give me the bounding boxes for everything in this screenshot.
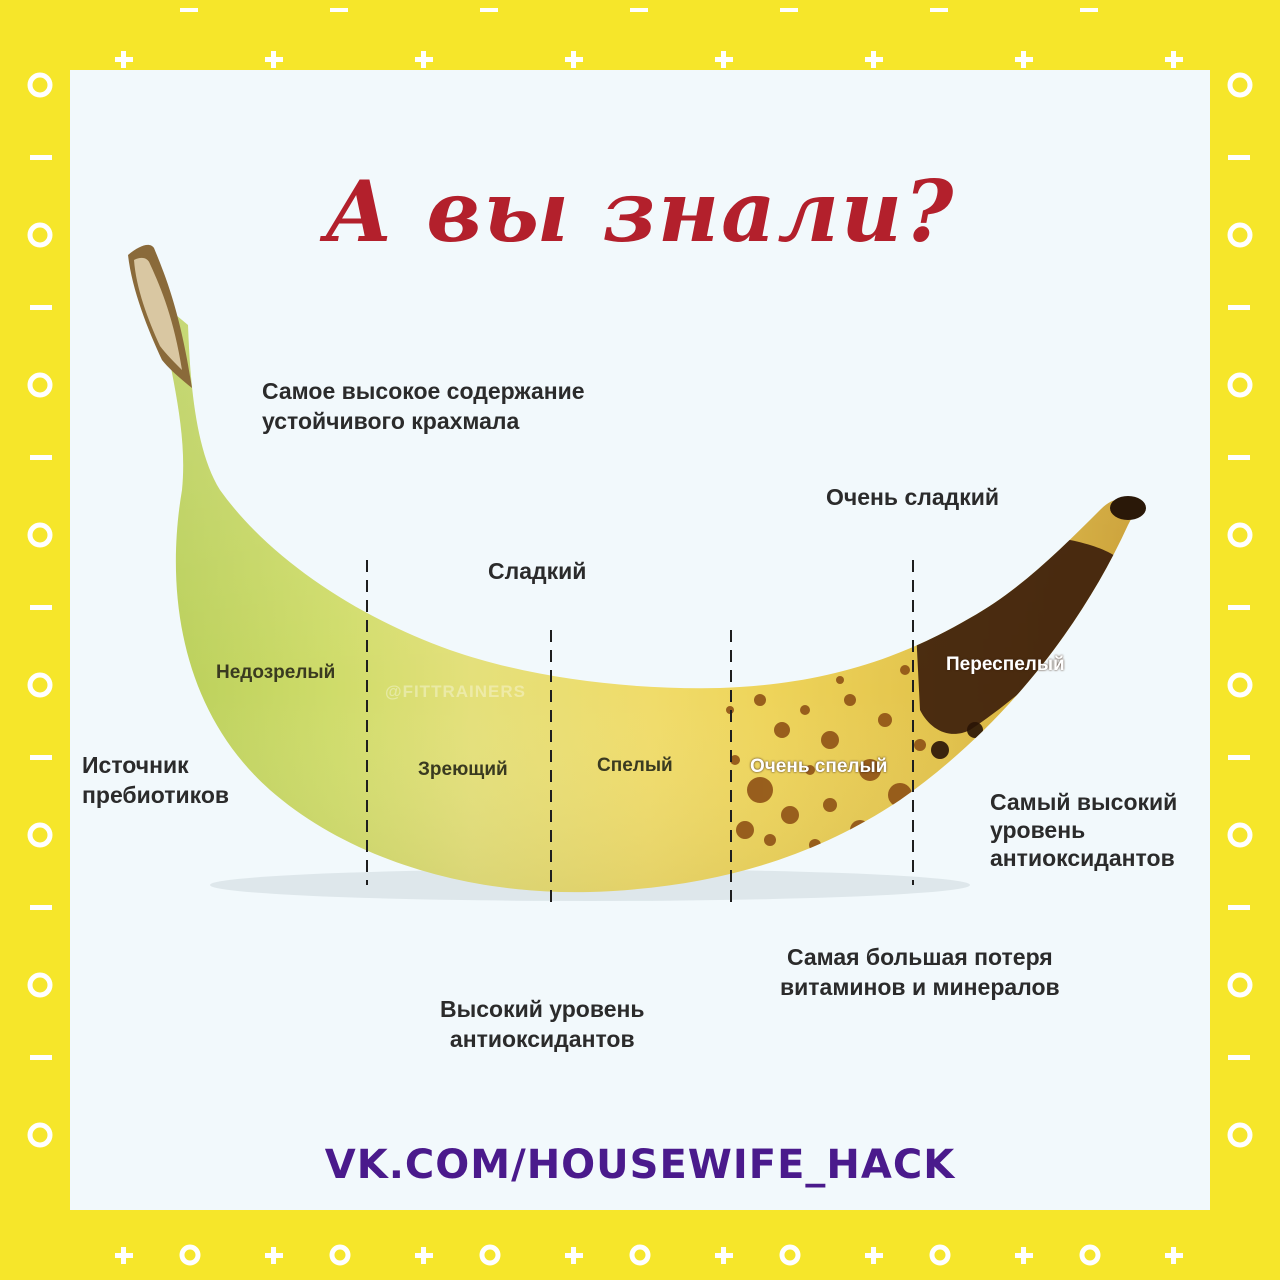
label-prebiotics: Источник пребиотиков xyxy=(82,752,230,808)
page-title: А вы знали? xyxy=(324,162,956,261)
label-unripe: Недозрелый xyxy=(216,662,336,683)
label-vitamin-loss: Самая большая потеря витаминов и минерал… xyxy=(780,944,1060,1000)
label-highest-antioxidants: Самый высокий уровень антиоксидантов xyxy=(990,789,1178,871)
info-panel: А вы знали? xyxy=(70,70,1210,1210)
label-very-sweet: Очень сладкий xyxy=(826,484,1000,510)
label-sweet: Сладкий xyxy=(488,558,587,584)
banana-illustration xyxy=(128,244,1146,910)
watermark: @FITTRAINERS xyxy=(385,682,526,701)
label-very-ripe: Очень спелый xyxy=(750,756,888,777)
label-starch: Самое высокое содержание устойчивого кра… xyxy=(262,378,585,434)
label-high-antioxidants: Высокий уровень антиоксидантов xyxy=(440,996,645,1052)
label-overripe: Переспелый xyxy=(946,654,1065,675)
label-ripe: Спелый xyxy=(597,755,673,776)
footer-link[interactable]: VK.COM/HOUSEWIFE_HACK xyxy=(324,1142,956,1188)
label-ripening: Зреющий xyxy=(418,759,508,780)
